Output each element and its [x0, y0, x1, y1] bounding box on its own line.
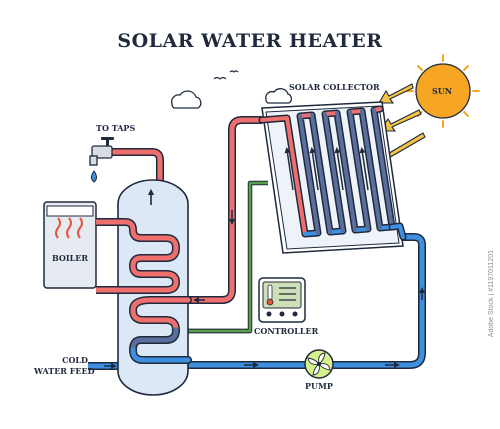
watermark: Adobe Stock | #1197011201	[488, 250, 495, 338]
diagram-title: SOLAR WATER HEATER	[117, 30, 383, 52]
thermometer-icon	[266, 284, 274, 306]
faucet-icon	[89, 137, 114, 166]
label-cold-water-feed-2: WATER FEED	[34, 366, 95, 376]
bird-icon	[213, 70, 239, 80]
water-drop-icon	[91, 170, 97, 183]
collector-tubes	[258, 105, 407, 241]
heat-waves-icon	[55, 217, 83, 239]
flow-arrow-icon	[104, 210, 425, 369]
control-wires	[186, 180, 268, 334]
cloud-icon	[265, 88, 293, 104]
label-sun: SUN	[432, 86, 453, 96]
label-controller: CONTROLLER	[254, 326, 319, 336]
label-to-taps: TO TAPS	[96, 123, 136, 133]
label-boiler: BOILER	[52, 253, 88, 263]
heat-exchanger-coil	[96, 218, 192, 364]
label-cold-water-feed-1: COLD	[62, 355, 88, 365]
controller	[258, 277, 306, 323]
cloud-icon	[171, 90, 202, 109]
label-solar-collector: SOLAR COLLECTOR	[289, 82, 380, 92]
boiler	[43, 201, 97, 289]
pump-fan-icon	[304, 349, 334, 379]
label-pump: PUMP	[305, 381, 333, 391]
